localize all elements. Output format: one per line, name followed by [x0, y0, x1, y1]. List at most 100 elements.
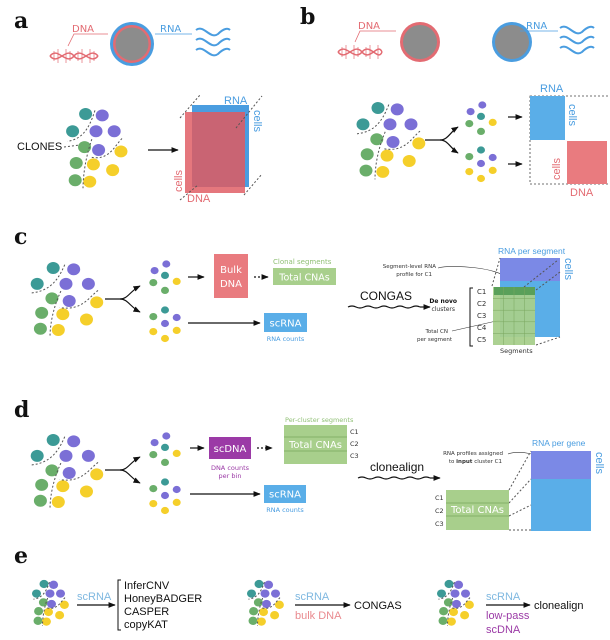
cell-purple: [260, 589, 270, 598]
cell-green: [360, 148, 374, 161]
panel-label-e: e: [14, 543, 28, 569]
separate-matrices: [529, 95, 610, 185]
cell-yellow: [376, 165, 390, 178]
rna-strands-icon: [559, 25, 595, 55]
cell-yellow: [51, 496, 65, 509]
cell-yellow: [83, 175, 97, 188]
dna-helix-icon: [337, 45, 383, 59]
cell-yellow: [380, 149, 394, 162]
cell-yellow: [149, 500, 158, 508]
cell-purple: [59, 277, 73, 290]
cell-yellow: [90, 468, 104, 481]
cell-yellow: [256, 617, 266, 626]
matrix-dna-label: DNA: [570, 187, 594, 199]
scrna-input: scRNA: [77, 591, 112, 603]
cell-yellow: [446, 617, 456, 626]
cell-purple: [81, 449, 95, 462]
panel-label-b: b: [300, 4, 315, 30]
cluster-label: C3: [350, 452, 359, 460]
clone-boundary: [374, 131, 386, 180]
profiles-label-line2: to input cluster C1: [449, 459, 502, 465]
method-name: HoneyBADGER: [124, 593, 202, 605]
cell-green: [161, 286, 169, 294]
total-cnas-label: Total CNAs: [278, 273, 329, 284]
cell-purple: [461, 589, 470, 598]
cell-yellow: [172, 498, 181, 506]
cell-purple: [47, 599, 56, 609]
cell-yellow: [106, 164, 120, 177]
clones-label: CLONES: [17, 141, 62, 153]
matrix-cells-rna-label: cells: [251, 110, 263, 133]
rna-per-segment-label: RNA per segment: [498, 246, 566, 256]
scdna-box: scDNA: [209, 437, 251, 459]
cell-yellow: [465, 168, 474, 176]
method-label: CONGAS: [360, 289, 412, 303]
cell-purple: [92, 144, 106, 156]
cell-green: [35, 478, 49, 491]
de-novo-label: De novo: [429, 298, 457, 305]
cell-purple: [162, 432, 171, 440]
total-cnas-label: Total CNAs: [450, 505, 504, 516]
cell-green: [68, 174, 82, 187]
cell-yellow: [161, 334, 169, 343]
congas-matrix: [491, 257, 561, 346]
cell-teal: [30, 277, 44, 290]
clonealign-method: clonealign: [534, 600, 584, 612]
cell-teal: [161, 271, 169, 279]
segments-label: Segments: [500, 347, 533, 355]
cell-yellow: [172, 449, 181, 457]
split-arrow-down: [119, 469, 141, 484]
result-cnas-box: Total CNAs: [446, 490, 509, 530]
cell-yellow: [90, 296, 104, 309]
cell-yellow: [274, 600, 284, 609]
segment-level-label-line2: profile for C1: [396, 272, 432, 278]
split-arrow-down: [119, 298, 141, 313]
cell-teal: [39, 579, 49, 589]
dna-label: DNA: [72, 24, 94, 35]
cell-purple: [67, 435, 81, 448]
cells-label: cells: [593, 452, 605, 475]
dna-cell-icon: [400, 22, 440, 62]
clone-boundary: [67, 110, 96, 142]
clone-boundary: [49, 290, 62, 338]
cell-green: [248, 616, 258, 625]
panel-label-c: c: [14, 224, 27, 250]
cell-green: [149, 451, 158, 459]
bulk-dna-input: bulk DNA: [295, 610, 342, 622]
bulk-label-line2: DNA: [220, 279, 242, 290]
cell-purple: [45, 589, 55, 598]
bulk-dna-box: Bulk DNA: [214, 254, 248, 298]
cell-green: [465, 153, 474, 161]
cell-teal: [477, 146, 485, 154]
cell-purple: [107, 125, 121, 138]
cell-green: [370, 133, 384, 146]
cell-purple: [150, 267, 159, 275]
methods-bracket: [117, 579, 121, 631]
cell-icon: [110, 22, 154, 66]
cluster-label: C2: [435, 507, 444, 515]
clone-boundary: [30, 264, 66, 294]
cell-teal: [79, 108, 93, 120]
split-arrow-up: [105, 285, 141, 300]
cell-purple: [452, 599, 461, 609]
split-arrow-up: [425, 126, 459, 141]
cell-teal: [356, 118, 370, 131]
cell-purple: [262, 599, 271, 609]
cell-yellow: [59, 600, 69, 609]
cell-green: [34, 607, 44, 616]
total-cnas-box: Total CNAs: [273, 268, 336, 285]
cell-green: [253, 598, 263, 607]
cell-yellow: [161, 506, 169, 515]
cell-teal: [30, 449, 44, 462]
cell-yellow: [460, 611, 470, 620]
cell-yellow: [41, 617, 51, 626]
subpopulation: [465, 101, 497, 135]
cell-purple: [386, 136, 400, 148]
panel-c: c Bulk DNA Clonal segments Total CNAs sc…: [14, 224, 574, 355]
cell-green: [33, 322, 47, 335]
cluster-label: C1: [435, 494, 444, 502]
cell-teal: [247, 589, 256, 598]
